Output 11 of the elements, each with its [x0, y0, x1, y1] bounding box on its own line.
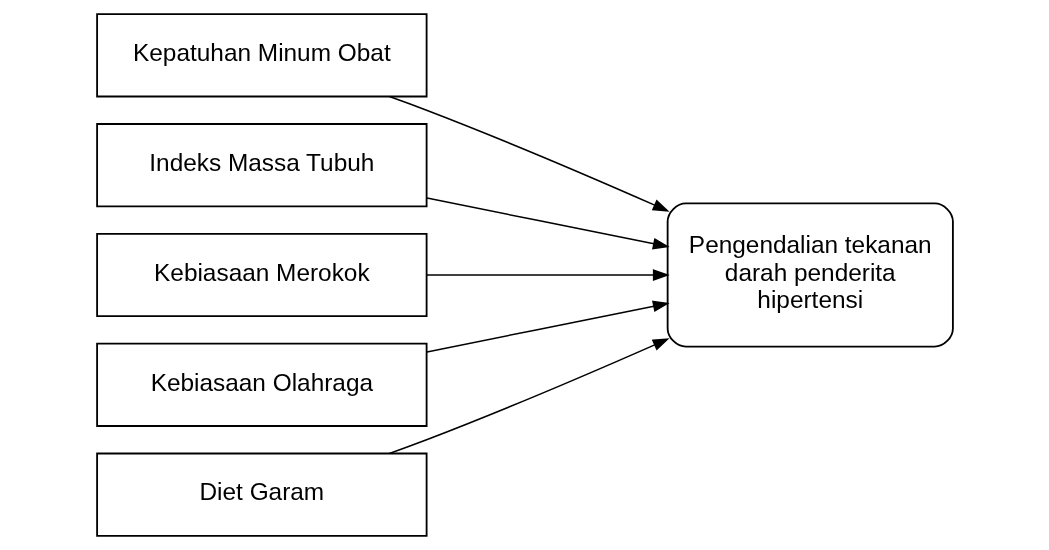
node-box: Kebiasaan Merokok — [95, 232, 428, 318]
arrow — [388, 338, 670, 455]
node-box: Kepatuhan Minum Obat — [95, 13, 428, 98]
arrow — [425, 269, 670, 281]
arrow — [425, 197, 670, 250]
node-box: Pengendalian tekanan darah penderita hipertensi — [666, 202, 954, 348]
arrow — [388, 95, 670, 212]
node-box: Diet Garam — [95, 452, 428, 537]
arrow — [425, 300, 670, 353]
node-box: Kebiasaan Olahraga — [95, 342, 428, 427]
node-box: Indeks Massa Tubuh — [95, 123, 428, 208]
